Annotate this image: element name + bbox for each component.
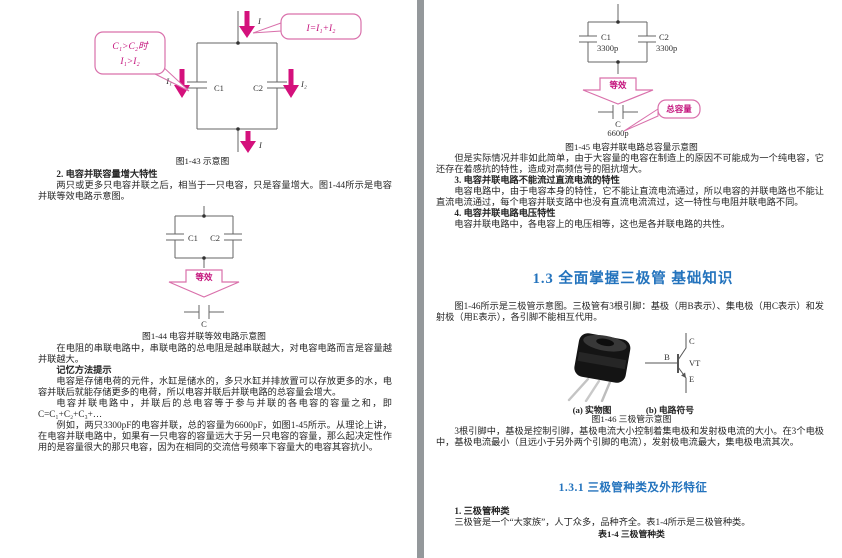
label-c: C [615, 119, 621, 129]
label-c2-value: 3300p [656, 43, 677, 53]
label-i1: I₁ [165, 76, 172, 86]
label-c2: C2 [210, 233, 220, 243]
fig-1-46-sublabel-a: (a) 实物图 [572, 405, 612, 415]
fig-1-44-equivalent-circuit-diagram: 等效 C1 C2 C [166, 206, 242, 328]
table-1-4-caption: 表1-4 三极管种类 [598, 529, 665, 539]
fig-1-43-caption: 图1-43 示意图 [175, 156, 230, 166]
section-1-3-1-heading: 1.3.1 三极管种类及外形特征 [558, 482, 708, 494]
callout-sum-label: I=I₁+I₂ [306, 24, 337, 34]
para-but: 但是实际情况并非如此简单，由于大容量的电容在制造上的原因不可能成为一个纯电容，它… [436, 153, 824, 174]
label-c1: C1 [601, 32, 611, 42]
label-collector: C [689, 336, 695, 346]
para-formula: 电容并联电路中，并联后的总电容等于参与并联的各电容的容量之和，即C=C₁+C₂+… [38, 398, 392, 419]
equivalence-arrow [168, 269, 240, 298]
junction-dot [202, 256, 206, 260]
label-c2: C2 [659, 32, 669, 42]
current-arrow-top [239, 11, 255, 38]
left-page: I=I₁+I₂ C₁>C₂时 I₁>I₂ I I₁ I₂ C1 C2 I 图1-… [0, 0, 417, 558]
para-example: 例如，两只3300pF的电容并联，总的容量为6600pF，如图1-45所示。从理… [38, 420, 392, 452]
section-1-3-heading: 1.3 全面掌握三极管 基础知识 [532, 271, 734, 287]
current-arrow-i1 [174, 69, 190, 98]
memory-tip-heading: 记忆方法提示 [56, 365, 112, 375]
junction-dot [616, 20, 620, 24]
equivalence-arrow-label: 等效 [194, 272, 213, 282]
fig-1-46-transistor-diagram: B C E VT [567, 333, 701, 402]
equivalence-arrow [582, 77, 654, 105]
label-c: C [201, 319, 207, 328]
junction-dot [236, 127, 240, 131]
right-text-block-3: 3根引脚中，基极是控制引脚，基极电流大小控制着集电极和发射极电流的大小。在3个电… [436, 426, 824, 448]
label-vt: VT [689, 358, 701, 368]
fig-1-44-caption: 图1-44 电容并联等效电路示意图 [142, 331, 266, 341]
current-arrow-i2 [283, 69, 299, 98]
label-c1-value: 3300p [597, 43, 618, 53]
right-page: 等效 C1 3300p C2 3300p C 6600p 总容量 图1-45 电… [424, 0, 842, 558]
current-arrow-bottom [240, 131, 256, 153]
label-emitter: E [689, 374, 694, 384]
fig-1-45-caption: 图1-45 电容并联电路总容量示意图 [565, 142, 698, 152]
label-current-bottom: I [258, 140, 263, 150]
transistor-symbol [645, 333, 687, 393]
para-pins: 3根引脚中，基极是控制引脚，基极电流大小控制着集电极和发射极电流的大小。在3个电… [436, 426, 824, 447]
callout-total-box [657, 99, 701, 119]
right-text-block-1: 但是实际情况并非如此简单，由于大容量的电容在制造上的原因不可能成为一个纯电容，它… [436, 153, 824, 230]
fig-1-46-caption: 图1-46 三极管示意图 [591, 414, 672, 424]
label-c1: C1 [214, 83, 224, 93]
right-text-block-4: 1. 三极管种类 三极管是一个“大家族”，人丁众多，品种齐全。表1-4所示是三极… [436, 506, 824, 528]
fig-1-45-total-capacitance-diagram: 等效 C1 3300p C2 3300p C 6600p 总容量 [579, 4, 701, 138]
callout-condition-line1: C₁>C₂时 [112, 41, 149, 52]
sec2-paragraph: 两只或更多只电容并联之后，相当于一只电容，只是容量增大。图1-44所示是电容并联… [38, 180, 392, 201]
left-text-block-2: 在电阻的串联电路中，串联电路的总电阻是越串联越大，对电容电路而言是容量越并联越大… [38, 343, 392, 453]
label-base: B [664, 352, 670, 362]
callout-condition-line2: I₁>I₂ [119, 57, 140, 67]
label-current-top: I [257, 16, 262, 26]
right-text-block-2: 图1-46所示是三极管示意图。三极管有3根引脚：基极（用B表示）、集电极（用C表… [436, 301, 824, 323]
junction-dot [202, 214, 206, 218]
callout-sum-box [280, 13, 362, 40]
page-gutter [417, 0, 424, 558]
emitter-arrowhead [681, 372, 686, 378]
list1-heading: 1. 三极管种类 [454, 506, 510, 516]
equivalence-arrow-label: 等效 [608, 80, 627, 90]
callout-total-label: 总容量 [666, 104, 692, 114]
transistor-photo [567, 333, 631, 402]
label-c2: C2 [253, 83, 263, 93]
para-dc: 电容电路中，由于电容本身的特性，它不能让直流电流通过，所以电容的并联电路也不能让… [436, 186, 824, 207]
sec3-heading: 3. 电容并联电路不能流过直流电流的特性 [454, 175, 620, 185]
label-c-value: 6600p [607, 128, 628, 138]
junction-dot [616, 60, 620, 64]
para-voltage: 电容并联电路中，各电容上的电压相等，这也是各并联电路的共性。 [454, 219, 731, 229]
label-c1: C1 [188, 233, 198, 243]
para-tip: 电容是存储电荷的元件，水缸是储水的，多只水缸并排放置可以存放更多的水，电容并联后… [38, 376, 392, 397]
junction-dot [236, 41, 240, 45]
para-intro: 图1-46所示是三极管示意图。三极管有3根引脚：基极（用B表示）、集电极（用C表… [436, 301, 824, 322]
left-text-block-1: 2. 电容并联容量增大特性 两只或更多只电容并联之后，相当于一只电容，只是容量增… [38, 169, 392, 202]
label-i2: I₂ [300, 79, 307, 89]
sec4-heading: 4. 电容并联电路电压特性 [454, 208, 556, 218]
fig-1-43-parallel-capacitor-diagram: I=I₁+I₂ C₁>C₂时 I₁>I₂ I I₁ I₂ C1 C2 I [94, 11, 362, 153]
para-series: 在电阻的串联电路中，串联电路的总电阻是越串联越大，对电容电路而言是容量越并联越大… [38, 343, 392, 364]
sec2-heading: 2. 电容并联容量增大特性 [56, 169, 158, 179]
callout-condition-box [94, 31, 166, 75]
para-family: 三极管是一个“大家族”，人丁众多，品种齐全。表1-4所示是三极管种类。 [454, 517, 751, 527]
fig-1-46-sublabel-b: (b) 电路符号 [645, 405, 695, 415]
